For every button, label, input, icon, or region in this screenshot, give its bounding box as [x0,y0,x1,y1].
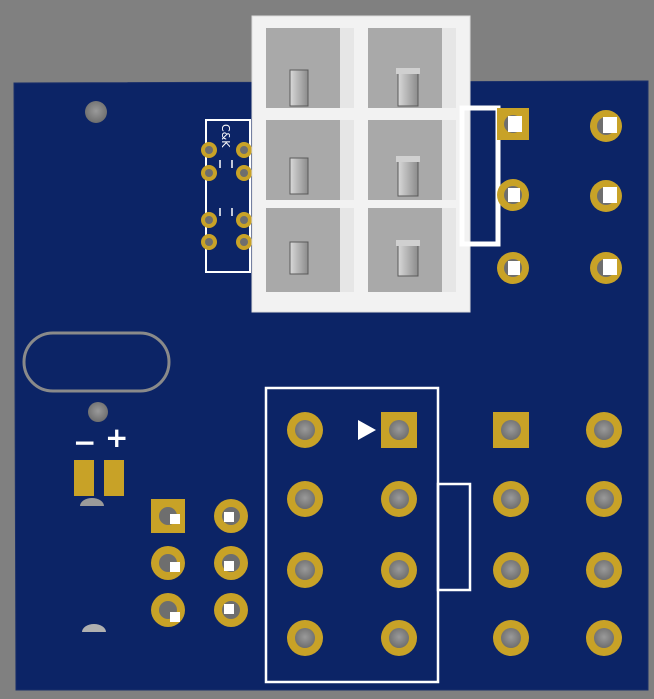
connector-pin [397,157,419,197]
mounting-hole [80,498,104,506]
mounting-hole [88,402,108,422]
mounting-holes [80,101,108,632]
smd-pad-plus [104,460,124,496]
connector-pin [289,157,309,195]
switch-label: C&K [219,124,232,148]
header-2x4-footprint [264,386,472,684]
switch-outline [205,119,251,273]
mounting-hole [82,624,106,632]
connector-cavity [266,120,354,200]
switch-pads [201,142,252,250]
connector-pin [397,241,419,277]
ck-switch-footprint: C&K [201,119,252,273]
oval-slot [22,331,171,393]
polarity-marking: − + [73,421,128,496]
connector-housing-2x3 [251,15,501,313]
pad-group-bottom-right [493,412,622,656]
minus-label: − [73,426,96,459]
smd-pad-minus [74,460,94,496]
connector-pin [397,69,419,107]
connector-cavity [266,28,354,108]
header-key [436,482,472,592]
connector-pin [289,69,309,107]
pad-group-left [151,499,248,627]
pad-group-top-right [497,108,622,284]
mounting-hole [85,101,107,123]
connector-pin [289,241,309,275]
plus-label: + [105,421,128,454]
connector-cavity [266,208,354,292]
pin1-marker [358,420,376,440]
